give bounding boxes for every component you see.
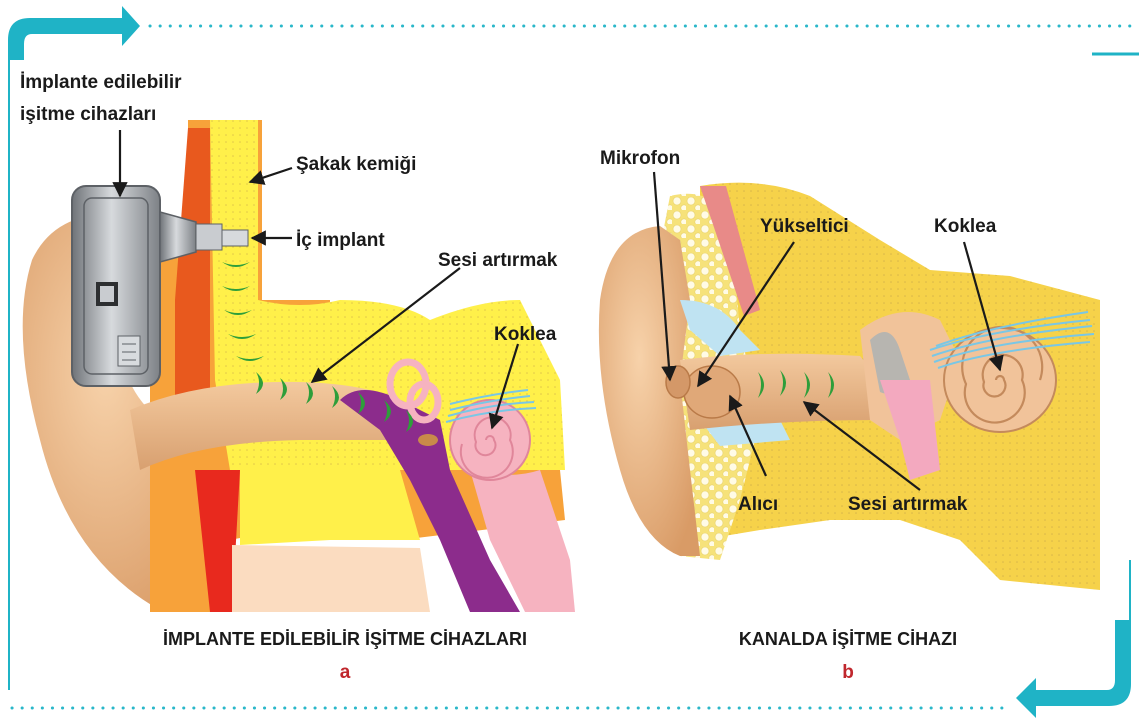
flesh-lower xyxy=(232,545,430,612)
ossicle-left xyxy=(418,434,438,446)
label-implant-title-line2: işitme cihazları xyxy=(20,104,156,125)
caption-right: KANALDA İŞİTME CİHAZI xyxy=(739,629,957,649)
bottom-right-arrow-tab xyxy=(1016,620,1131,718)
letter-b: b xyxy=(842,662,854,683)
label-amplifier: Yükseltici xyxy=(760,216,849,237)
inner-implant-screw xyxy=(222,230,248,246)
implant-illustration xyxy=(23,120,575,612)
label-inner-implant: İç implant xyxy=(296,230,385,251)
red-tissue-upper xyxy=(175,128,210,420)
letter-a: a xyxy=(340,662,351,683)
in-canal-device xyxy=(684,366,740,418)
caption-left: İMPLANTE EDİLEBİLİR İŞİTME CİHAZLARI xyxy=(163,629,527,649)
yellow-lower xyxy=(240,470,420,545)
canal-illustration xyxy=(599,172,1100,590)
cochlea-right xyxy=(944,327,1056,432)
label-receiver: Alıcı xyxy=(738,494,778,515)
label-microphone: Mikrofon xyxy=(600,148,680,169)
label-cochlea-right: Koklea xyxy=(934,216,997,237)
label-implant-title-line1: İmplante edilebilir xyxy=(20,72,182,93)
label-cochlea-left: Koklea xyxy=(494,324,557,345)
label-amplify-sound-left: Sesi artırmak xyxy=(438,250,558,271)
label-amplify-sound-right: Sesi artırmak xyxy=(848,494,968,515)
label-temporal-bone: Şakak kemiği xyxy=(296,154,416,175)
top-left-arrow-tab xyxy=(8,6,140,60)
